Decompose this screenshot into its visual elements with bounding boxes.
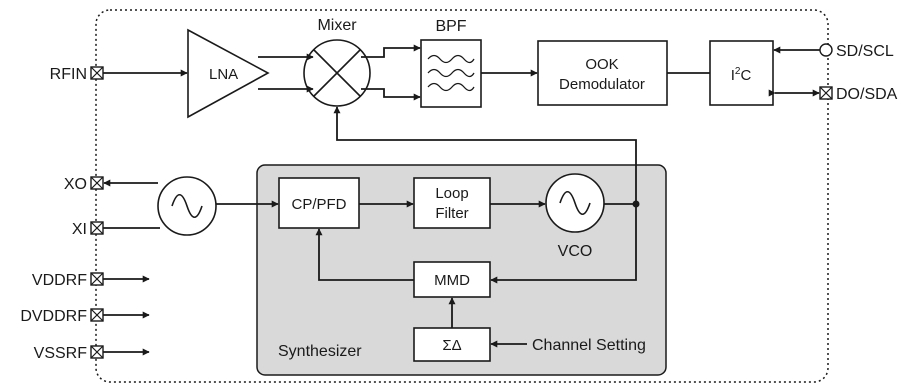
cp-pfd-label: CP/PFD bbox=[291, 196, 346, 213]
i2c-label: I2C bbox=[731, 66, 752, 84]
mixer-icon bbox=[303, 39, 371, 107]
vssrf-pin-icon bbox=[90, 345, 104, 359]
synthesizer-label: Synthesizer bbox=[278, 343, 362, 360]
rfin-label: RFIN bbox=[50, 66, 87, 83]
ook-demodulator-block bbox=[537, 40, 668, 106]
mixer-to-bpf-wire-bottom bbox=[361, 88, 421, 101]
vco-to-mixer-lo-wire bbox=[333, 106, 637, 204]
lna-block bbox=[187, 28, 270, 119]
rfin-pin-icon bbox=[90, 66, 104, 80]
mmd-block bbox=[413, 261, 491, 298]
bpf-label: BPF bbox=[435, 18, 466, 35]
ook-demodulator-label-line2: Demodulator bbox=[559, 76, 645, 93]
xi-label: XI bbox=[72, 221, 87, 238]
vddrf-label: VDDRF bbox=[32, 272, 87, 289]
xo-pin-icon bbox=[90, 176, 104, 190]
sigma-delta-block bbox=[413, 327, 491, 362]
loop-filter-label-line1: Loop bbox=[435, 185, 468, 202]
bandpass-filter-icon bbox=[427, 54, 475, 92]
i2c-block bbox=[709, 40, 774, 106]
sigma-delta-label: ΣΔ bbox=[442, 337, 461, 354]
mmd-to-cppfd-wire bbox=[315, 228, 414, 281]
dvddrf-label: DVDDRF bbox=[20, 308, 87, 325]
mixer-to-bpf-wire-top bbox=[361, 44, 421, 58]
do-sda-label: DO/SDA bbox=[836, 86, 898, 103]
loop-filter-label-line2: Filter bbox=[435, 205, 468, 222]
do-sda-pin-icon bbox=[819, 86, 833, 100]
vssrf-label: VSSRF bbox=[34, 345, 88, 362]
vddrf-pin-icon bbox=[90, 272, 104, 286]
sd-scl-label: SD/SCL bbox=[836, 43, 894, 60]
ook-demodulator-label-line1: OOK bbox=[585, 56, 618, 73]
chip-boundary bbox=[95, 9, 829, 383]
lna-label: LNA bbox=[209, 66, 238, 83]
vco-icon bbox=[545, 173, 605, 233]
dvddrf-pin-icon bbox=[90, 308, 104, 322]
cp-pfd-block bbox=[278, 177, 360, 229]
mmd-label: MMD bbox=[434, 272, 470, 289]
xo-label: XO bbox=[64, 176, 87, 193]
loop-filter-block bbox=[413, 177, 491, 229]
xi-pin-icon bbox=[90, 221, 104, 235]
vco-label: VCO bbox=[558, 243, 593, 260]
channel-setting-label: Channel Setting bbox=[532, 337, 646, 354]
vco-to-mmd-wire bbox=[490, 204, 637, 284]
mixer-label: Mixer bbox=[317, 17, 357, 34]
sd-scl-pin-icon bbox=[819, 43, 833, 57]
crystal-oscillator-icon bbox=[157, 176, 217, 236]
